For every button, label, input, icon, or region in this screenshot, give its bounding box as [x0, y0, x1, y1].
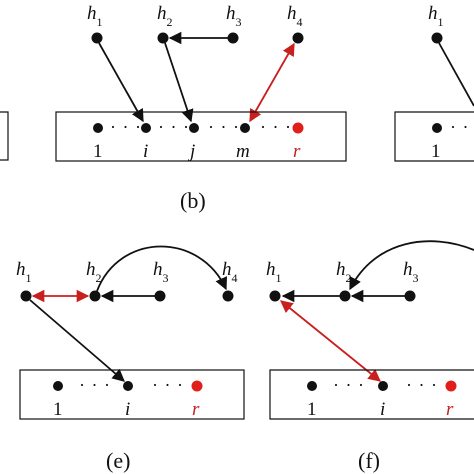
panel-b-node-h3	[227, 32, 239, 44]
panel-e-node-h4	[222, 290, 234, 302]
panel-f-label-h2: h2	[336, 259, 352, 285]
panel-e-label-h1: h1	[16, 259, 32, 285]
panel-b-node-h2	[157, 32, 169, 44]
panel-c-ellipsis: · · ·	[450, 117, 474, 137]
panel-e-row-label-r: r	[192, 399, 200, 420]
panel-b-edge-h1-i	[98, 42, 144, 123]
panel-b-label-h4: h4	[287, 3, 303, 29]
panel-c-node-h1	[431, 32, 443, 44]
panel-f-edge-curve-h2	[349, 240, 474, 291]
panel-e-label-h3: h3	[153, 259, 169, 285]
panel-b-row-node-j	[189, 123, 199, 133]
panel-b-row-label-1: 1	[93, 141, 103, 162]
panel-e-node-h2	[89, 290, 101, 302]
panel-c-label-h1: h1	[428, 3, 444, 29]
panel-b-ellipsis-2: · · ·	[158, 117, 190, 137]
panel-e-row-node-1	[53, 381, 63, 391]
panel-e-caption: (e)	[106, 448, 130, 473]
panel-a-box-edge	[0, 111, 9, 161]
panel-b-node-h1	[91, 32, 103, 44]
panel-e-row-label-1: 1	[53, 399, 63, 420]
panel-e-ellipsis-2: · · ·	[152, 375, 184, 395]
panel-b-row-node-r	[292, 122, 304, 134]
panel-b-label-h1: h1	[87, 3, 103, 29]
panel-f-ellipsis-2: · · ·	[406, 375, 438, 395]
panel-f-row-label-i: i	[380, 399, 385, 420]
panel-f-label-h3: h3	[403, 259, 419, 285]
panel-b-label-h2: h2	[157, 3, 173, 29]
panel-b-row-label-r: r	[293, 141, 301, 162]
panel-f: h1 h2 h3 · · · · · · 1 i r (f)	[266, 240, 474, 473]
panel-f-label-h1: h1	[266, 259, 282, 285]
panel-b-row-label-j: j	[187, 141, 195, 162]
panel-b-label-h3: h3	[226, 3, 242, 29]
panel-b-row-label-m: m	[236, 141, 250, 162]
panel-f-row-node-i	[378, 381, 388, 391]
panel-e-row-label-i: i	[125, 399, 130, 420]
panel-e-ellipsis-1: · · ·	[79, 375, 111, 395]
panel-b-ellipsis-1: · · ·	[110, 117, 142, 137]
panel-a-partial	[0, 111, 9, 161]
panel-e-box	[19, 369, 245, 420]
panel-b-row-node-m	[240, 123, 250, 133]
panel-f-row-label-r: r	[446, 399, 454, 420]
panel-f-row-node-1	[307, 381, 317, 391]
panel-f-ellipsis-1: · · ·	[333, 375, 365, 395]
panel-b: h1 h2 h3 h4 · · · · · · · · · · · · 1 i …	[55, 3, 347, 213]
panel-e-label-h4: h4	[222, 259, 238, 285]
panel-f-node-h1	[269, 290, 281, 302]
panel-e-edge-h1-i	[29, 299, 125, 382]
panel-e-node-h1	[20, 290, 32, 302]
panel-f-row-label-1: 1	[307, 399, 317, 420]
panel-b-edge-h4-m	[249, 42, 295, 123]
panel-b-ellipsis-3: · · ·	[208, 117, 240, 137]
panel-b-ellipsis-4: · · ·	[260, 117, 292, 137]
panel-f-edge-h1-i	[280, 300, 381, 382]
panel-f-node-h3	[404, 290, 416, 302]
panel-e-label-h2: h2	[86, 259, 102, 285]
panel-c-row-label-1: 1	[431, 141, 441, 162]
panel-f-node-h2	[339, 290, 351, 302]
panel-f-caption: (f)	[358, 448, 380, 473]
panel-b-caption: (b)	[180, 188, 206, 213]
panel-b-node-h4	[292, 32, 304, 44]
panel-b-row-label-i: i	[143, 141, 148, 162]
panel-f-box	[269, 369, 474, 420]
panel-c-row-node-1	[432, 123, 442, 133]
panel-e: h1 h2 h3 h4 · · · · · · 1 i r (e)	[16, 245, 245, 473]
panel-b-row-node-1	[93, 123, 103, 133]
panel-e-edge-h2-h4	[96, 245, 228, 292]
panel-c-box	[394, 111, 474, 162]
panel-e-row-node-i	[123, 381, 133, 391]
panel-b-box	[55, 111, 347, 162]
panel-e-node-h3	[154, 290, 166, 302]
panel-f-row-node-r	[445, 380, 457, 392]
panel-e-row-node-r	[191, 380, 203, 392]
panel-b-edge-h2-j	[164, 42, 194, 123]
panel-b-row-node-i	[141, 123, 151, 133]
panel-c-edge-h1	[438, 42, 474, 107]
panel-c-partial: h1 · · · 1	[394, 3, 474, 162]
